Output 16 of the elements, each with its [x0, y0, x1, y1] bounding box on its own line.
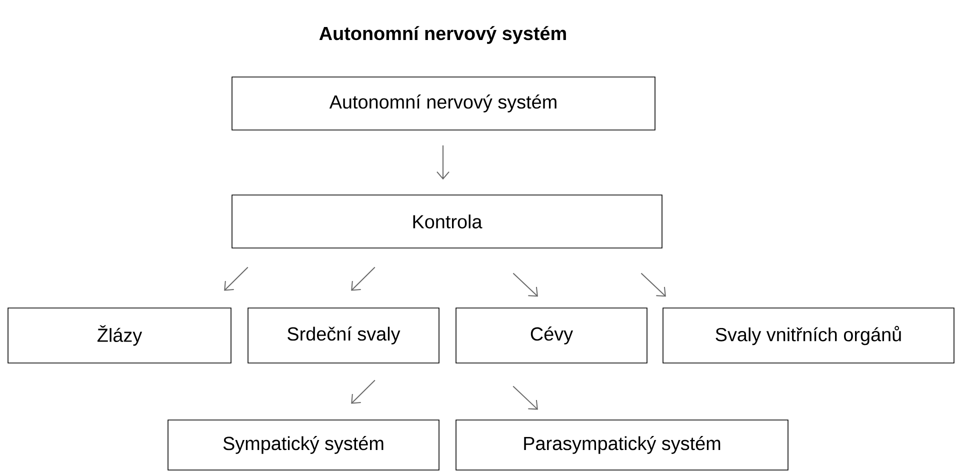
process-box: Autonomní nervový systém: [232, 76, 656, 130]
process-box: Srdeční svaly: [248, 308, 440, 364]
process-box: Cévy: [456, 308, 648, 364]
arrow: [512, 386, 538, 410]
process-box: Žlázy: [8, 308, 232, 364]
process-box: Svaly vnitřních orgánů: [662, 308, 954, 364]
arrow: [436, 144, 450, 180]
process-box: Sympatický systém: [168, 420, 440, 470]
title: Autonomní nervový systém: [319, 26, 566, 44]
arrow: [224, 266, 248, 291]
arrow: [640, 272, 666, 297]
process-box: Parasympatický systém: [456, 420, 788, 470]
arrow: [512, 272, 538, 297]
arrow: [351, 380, 376, 404]
process-box: Kontrola: [232, 194, 662, 248]
arrow: [351, 266, 376, 291]
